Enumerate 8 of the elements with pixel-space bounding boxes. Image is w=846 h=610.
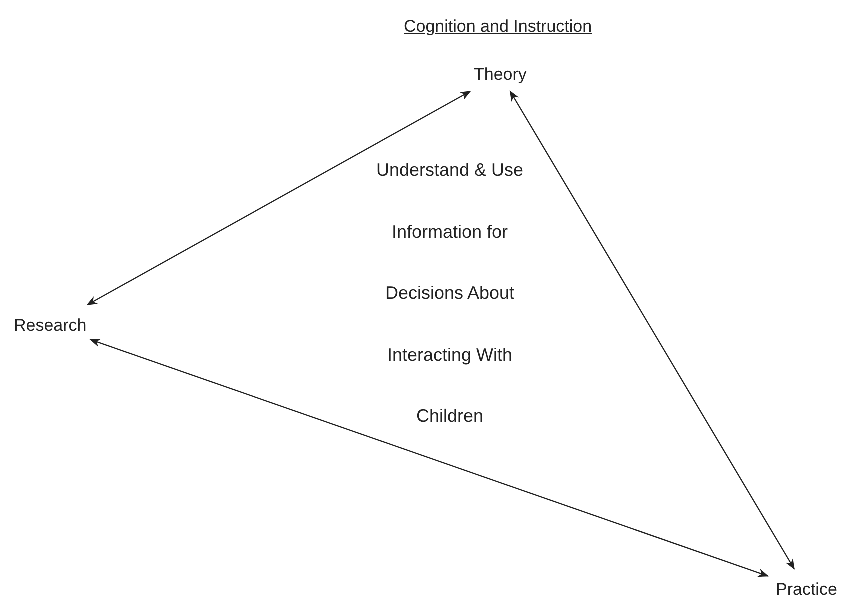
node-label: Theory bbox=[474, 62, 527, 88]
double-arrow bbox=[90, 338, 770, 578]
double-arrow bbox=[510, 90, 795, 570]
double-arrow bbox=[86, 90, 472, 306]
center-text: Understand & Use Information for Decisions About Interacting With Children bbox=[375, 159, 525, 428]
diagram-title: Cognition and Instruction bbox=[404, 16, 592, 38]
node-label: Research bbox=[14, 313, 87, 338]
node-label: Practice bbox=[776, 577, 838, 602]
